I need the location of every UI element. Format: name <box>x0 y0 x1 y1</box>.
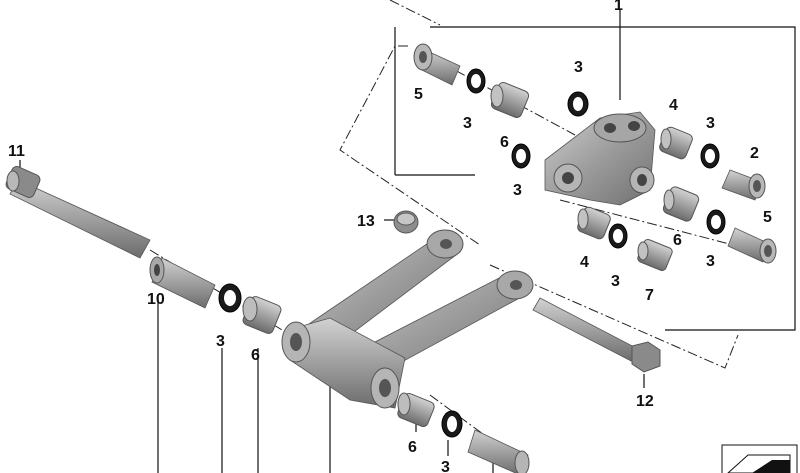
part-11-bolt[interactable] <box>4 165 151 259</box>
callout-6: 6 <box>408 439 417 456</box>
orientation-icon <box>721 444 798 473</box>
part-sleeve-lower[interactable] <box>467 429 530 473</box>
callout-4: 4 <box>669 97 678 114</box>
part-10-sleeve[interactable] <box>149 256 216 309</box>
part-2-bushing[interactable] <box>721 169 766 201</box>
callout-3: 3 <box>441 459 450 473</box>
callout-3: 3 <box>574 59 583 76</box>
callout-3: 3 <box>706 115 715 132</box>
assembly-outline <box>394 26 796 331</box>
part-6-bushing[interactable] <box>242 295 283 335</box>
callout-4: 4 <box>580 254 589 271</box>
callout-6: 6 <box>673 232 682 249</box>
part-4-bushing[interactable] <box>576 126 694 241</box>
callout-labels: 1 11 13 10 3 6 5 3 6 3 3 4 3 2 6 5 4 3 3… <box>8 0 772 473</box>
part-5-flanged-bushing-right[interactable] <box>727 227 777 264</box>
swing-arm-link[interactable] <box>281 229 534 409</box>
part-1-link-bracket[interactable] <box>544 111 656 206</box>
callout-2: 2 <box>750 145 759 162</box>
callout-3: 3 <box>706 253 715 270</box>
callout-3: 3 <box>463 115 472 132</box>
callout-5: 5 <box>414 86 423 103</box>
callout-6: 6 <box>500 134 509 151</box>
part-5-flanged-bushing[interactable] <box>413 43 461 86</box>
part-13-nut[interactable] <box>393 210 419 234</box>
part-7-spacer[interactable] <box>637 238 674 272</box>
callout-3: 3 <box>513 182 522 199</box>
seal-ring-hole <box>224 74 721 432</box>
callout-3: 3 <box>611 273 620 290</box>
callout-12: 12 <box>636 393 654 410</box>
part-12-hex-bolt[interactable] <box>532 297 661 373</box>
part-6-bushing-lower[interactable] <box>396 392 435 428</box>
callout-11: 11 <box>8 143 25 160</box>
callout-13: 13 <box>357 213 375 230</box>
part-6-bushing-right[interactable] <box>662 185 700 222</box>
callout-10: 10 <box>147 291 165 308</box>
callout-3: 3 <box>216 333 225 350</box>
callout-6: 6 <box>251 347 260 364</box>
part-6-bushing-upper[interactable] <box>490 81 530 119</box>
callout-7: 7 <box>645 287 654 304</box>
callout-5: 5 <box>763 209 772 226</box>
callout-1: 1 <box>614 0 623 14</box>
